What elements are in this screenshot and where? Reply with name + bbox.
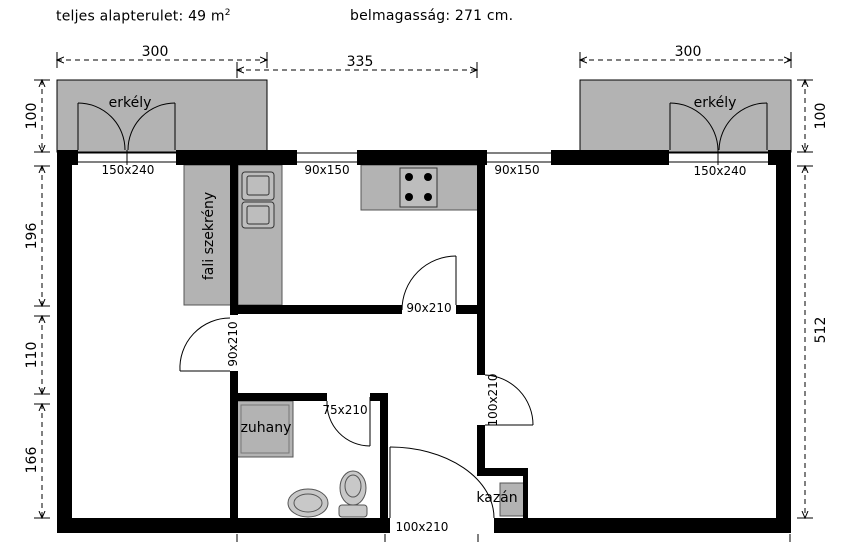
boiler [499,482,525,517]
window-right-size: 150x240 [694,164,747,178]
balcony-door-swings [77,102,768,151]
dim-left-110: 110 [24,342,40,369]
total-area-label: teljes alapterulet: 49 m2 [56,8,231,25]
wardrobe [183,164,235,306]
dim-top-mid: 335 [347,54,374,70]
dimension-ticks [34,52,813,542]
windows [78,150,768,165]
window-left-size: 150x240 [102,163,155,177]
window-mid-left-size: 90x150 [304,163,349,177]
ceiling-height-label: belmagasság: 271 cm. [350,8,514,24]
door-kitchen-size: 90x210 [406,301,451,315]
boiler-label: kazán [476,490,517,506]
balcony-left-label: erkély [109,95,152,111]
sink-icon [241,171,275,229]
balcony-left [56,79,268,153]
dim-right-total: 512 [813,317,829,344]
shower-tray [236,400,294,458]
shower-label: zuhany [241,420,292,436]
balcony-right [579,79,792,153]
wardrobe-label: fali szekrény [201,192,217,280]
dim-right-balcony: 100 [813,103,829,130]
dim-top-right: 300 [675,44,702,60]
balcony-right-label: erkély [694,95,737,111]
door-room-size: 100x210 [486,374,500,427]
door-entry-size: 100x210 [396,520,449,534]
door-bath-size: 75x210 [322,403,367,417]
dim-left-balcony: 100 [24,103,40,130]
toilet-icon [338,470,368,518]
window-mid-right-size: 90x150 [494,163,539,177]
dim-left-196: 196 [24,223,40,250]
dim-top-left: 300 [142,44,169,60]
stove-icon [399,167,438,208]
door-hall-size: 90x210 [226,321,240,366]
dim-left-166: 166 [24,447,40,474]
washbasin-icon [287,488,329,518]
door-swings [179,255,534,519]
dimension-lines [42,60,805,518]
walls [57,150,791,533]
